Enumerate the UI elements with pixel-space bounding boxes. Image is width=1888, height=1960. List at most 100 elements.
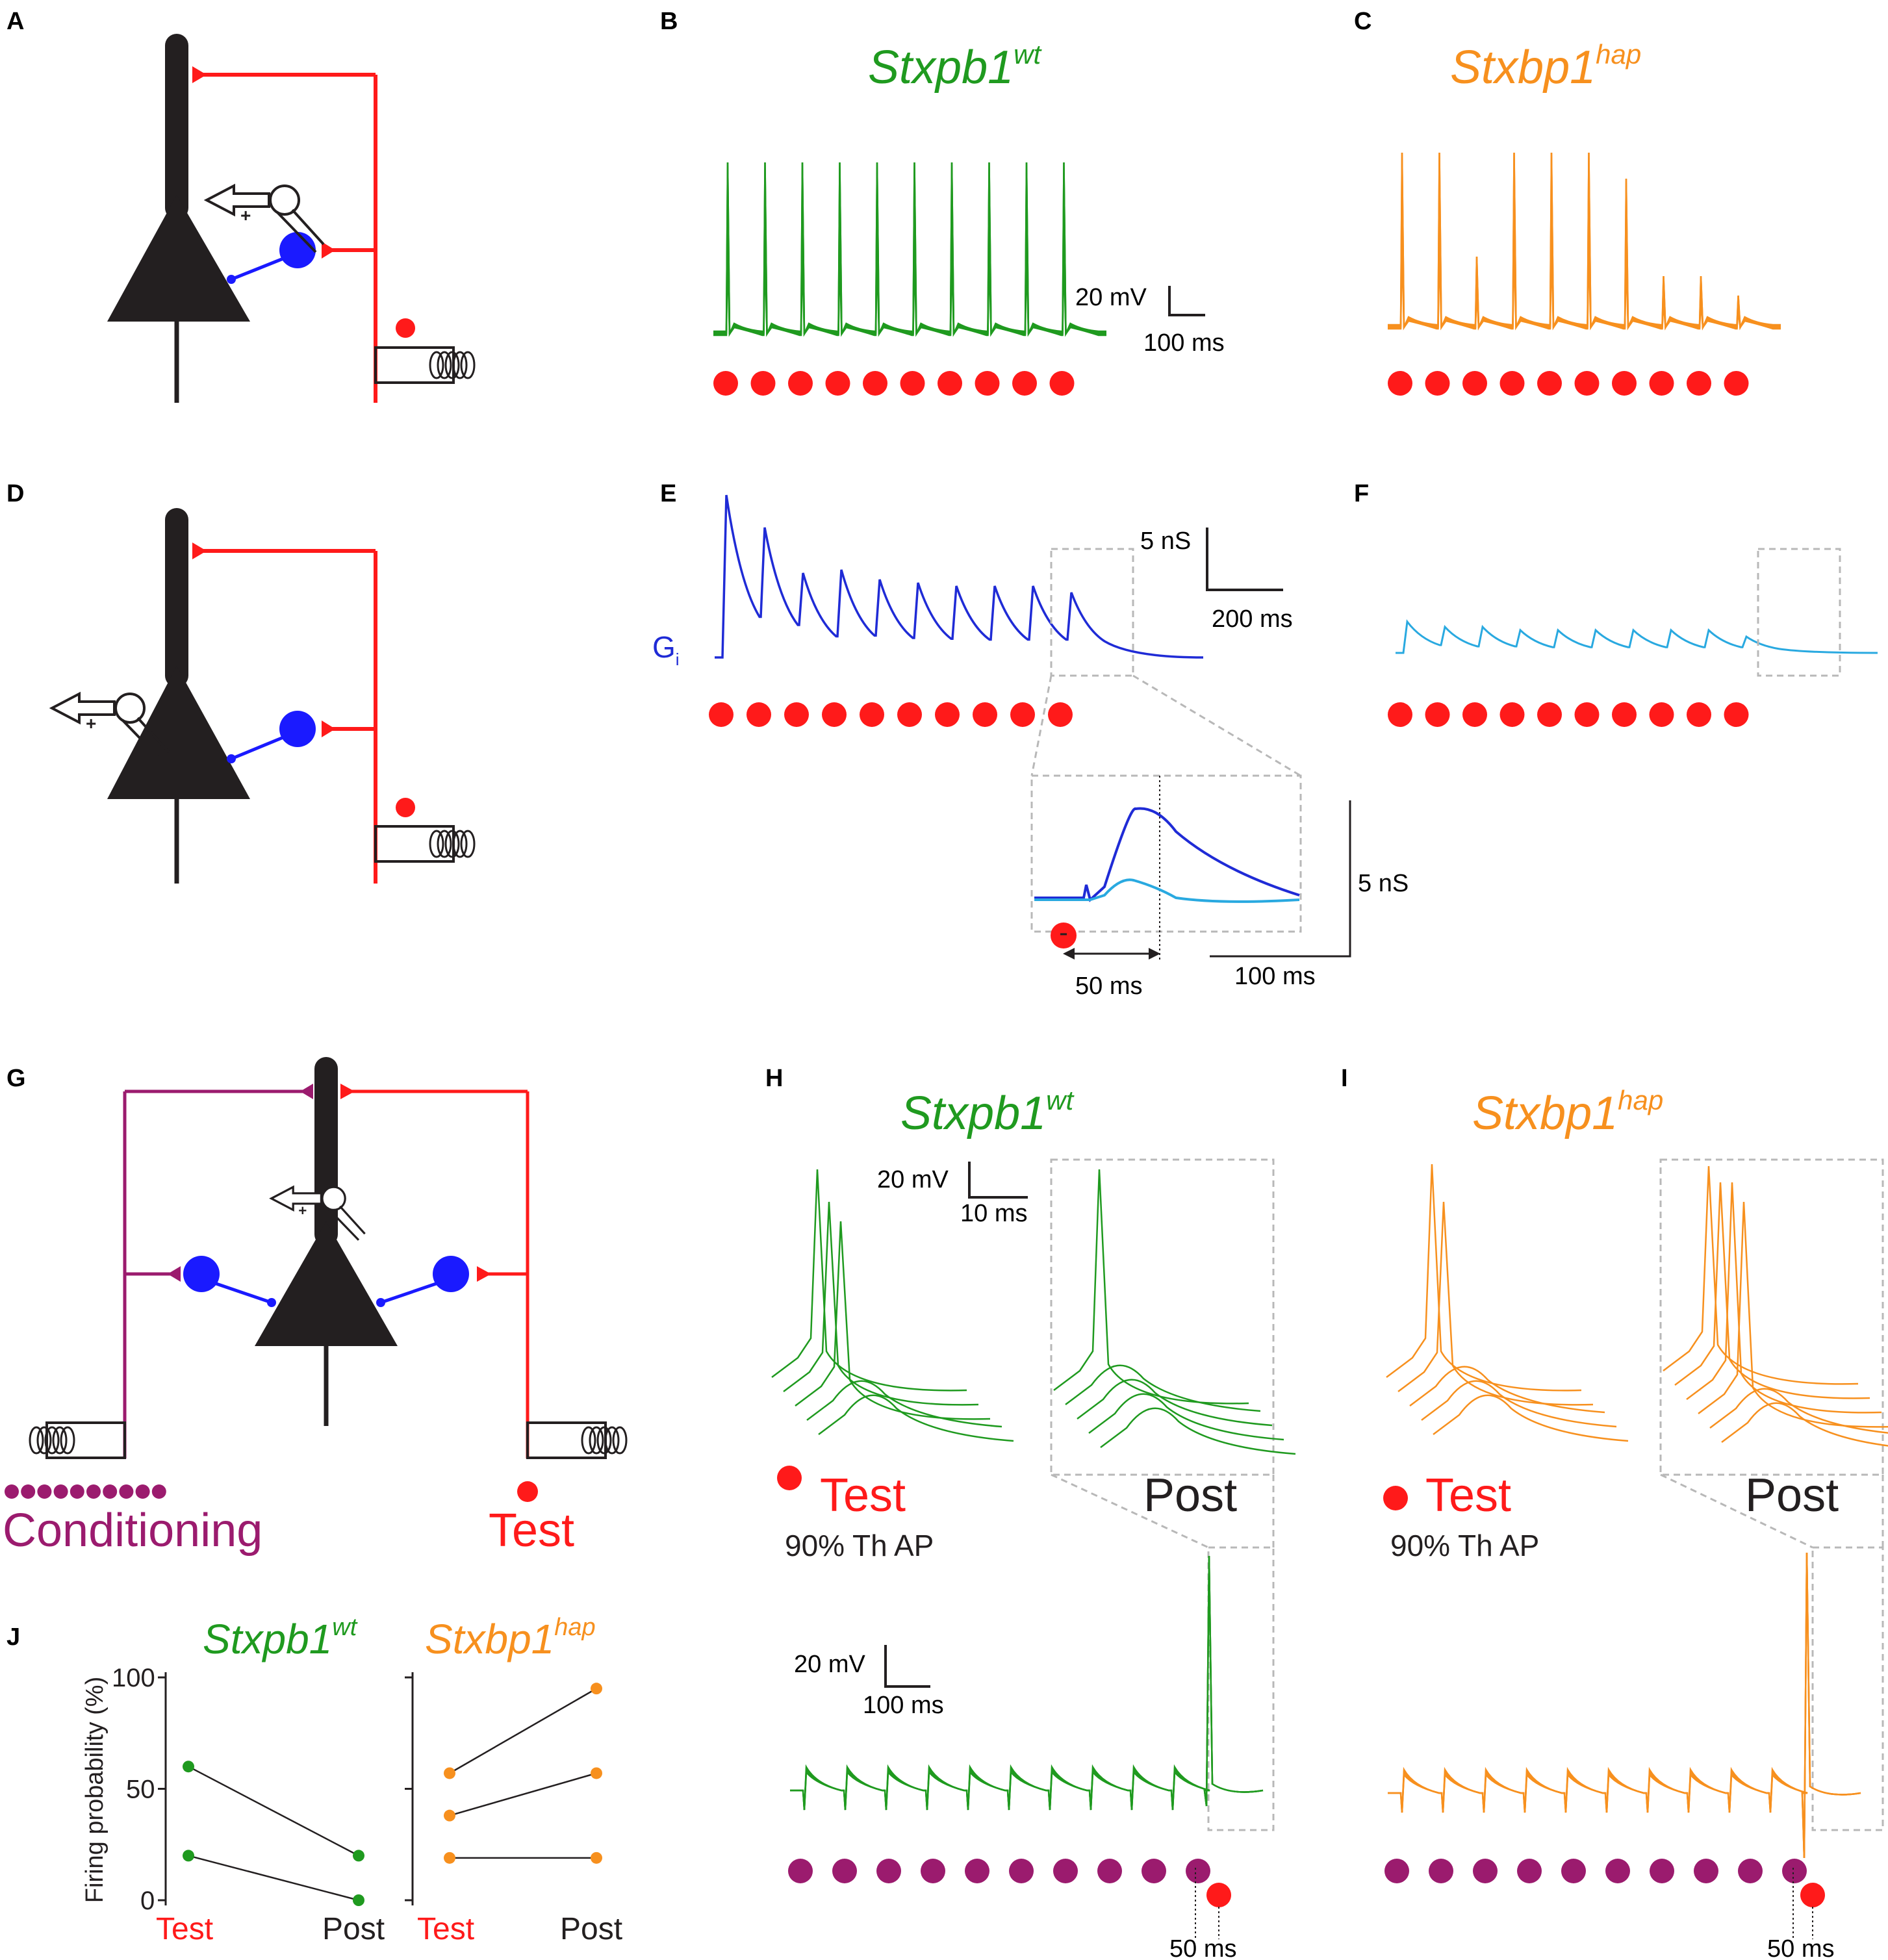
conductance-sweep [715, 494, 1204, 659]
scalebar-b-time: 100 ms [1143, 329, 1225, 357]
voltage-trace-b [713, 162, 1106, 337]
stimulus-dot [1537, 702, 1562, 727]
conductance-trace-f [1396, 619, 1878, 654]
conditioning-dot [53, 1484, 68, 1499]
inset-zoom: 50 ms 5 nS 100 ms [1030, 674, 1409, 1000]
stimulus-dot [897, 702, 922, 727]
data-point [591, 1767, 602, 1779]
stimulus-dot [1574, 371, 1600, 396]
panel-label-i: I [1341, 1065, 1348, 1092]
stimulus-dot [975, 371, 1000, 396]
zoom-box-f [1757, 548, 1841, 677]
overlay-sweep [1663, 1165, 1859, 1385]
data-point [444, 1852, 455, 1864]
conditioning-dot [1738, 1859, 1763, 1883]
overlay-sweep [1065, 1364, 1261, 1412]
scalebar-b-voltage: 20 mV [1075, 284, 1147, 311]
data-point [591, 1852, 602, 1864]
genotype-title-b: Stxpb1wt [868, 39, 1042, 94]
overlay-sweep [783, 1201, 979, 1406]
conditioning-dot [876, 1859, 901, 1883]
series-line [449, 1772, 597, 1816]
long-sweep [790, 1555, 1264, 1811]
overlay-sweep [1421, 1380, 1617, 1428]
panel-label-g: G [6, 1065, 26, 1092]
overlay-sweep [1674, 1182, 1870, 1399]
conditioning-dot [103, 1484, 118, 1499]
conditioning-dot [921, 1859, 945, 1883]
stimulus-dot [1462, 702, 1487, 727]
genotype-title-c: Stxbp1hap [1450, 39, 1641, 94]
stimulus-dot [938, 371, 962, 396]
voltage-sweep [713, 255, 1106, 335]
conditioning-dot [70, 1484, 84, 1499]
series-line [188, 1855, 359, 1902]
stimulus-dot [1574, 702, 1600, 727]
stimulus-dot [709, 702, 734, 727]
conditioning-dot [135, 1484, 150, 1499]
stimulus-dot [1499, 371, 1525, 396]
stimulus-dot [784, 702, 809, 727]
voltage-sweep [713, 221, 1106, 337]
panel-label-h: H [765, 1065, 783, 1092]
overlay-sweep [1100, 1407, 1296, 1455]
stimulus-dot [1724, 371, 1749, 396]
series-line [449, 1688, 597, 1774]
conditioning-dot [1186, 1859, 1210, 1883]
stimuli-c [1388, 371, 1749, 396]
zoom-box-e [1050, 548, 1134, 677]
data-point [353, 1894, 364, 1906]
conditioning-dot [1473, 1859, 1498, 1883]
panel-h: 20 mV 10 ms Test Post 90% Th AP 20 mV 10… [771, 1158, 1296, 1960]
stimulus-dot [1048, 702, 1073, 727]
stimulus-dot [1649, 702, 1674, 727]
stimulus-dot [713, 371, 738, 396]
conditioning-dot [1517, 1859, 1542, 1883]
stimulus-dot [750, 371, 776, 396]
scalebar-b: 20 mV 100 ms [1075, 284, 1225, 357]
conditioning-dot [37, 1484, 52, 1499]
test-label-h: Test [820, 1470, 906, 1521]
overlay-sweep [1709, 1388, 1888, 1434]
post-label-h: Post [1143, 1470, 1237, 1521]
inset-trace-hap [1034, 878, 1300, 903]
scalebar-e-time: 200 ms [1212, 605, 1293, 633]
genotype-title-i: Stxbp1hap [1472, 1085, 1663, 1139]
schematic-a [107, 34, 476, 403]
stimulus-dot [900, 371, 925, 396]
stimulus-dot [1010, 702, 1035, 727]
y-axis-label: Firing probability (%) [81, 1677, 108, 1903]
overlay-sweep [1088, 1393, 1284, 1441]
voltage-sweep [713, 162, 1106, 335]
stimulus-dot [1687, 702, 1711, 727]
stimulus-dot [1388, 702, 1412, 727]
voltage-sweep [1388, 212, 1781, 330]
data-point [183, 1850, 194, 1862]
panel-label-a: A [6, 8, 24, 35]
conditioning-dot [965, 1859, 989, 1883]
stimulus-dot [746, 702, 771, 727]
genotype-title-j-hap: Stxbp1hap [425, 1614, 596, 1662]
conditioning-dot [1605, 1859, 1630, 1883]
schematic-d [51, 508, 476, 884]
stimuli-b [713, 371, 1075, 396]
panel-label-j: J [6, 1623, 20, 1651]
voltage-sweep [1388, 152, 1781, 331]
conditioning-dot [832, 1859, 857, 1883]
stimulus-dot [788, 371, 813, 396]
voltage-sweep [713, 162, 1106, 337]
overlay-sweep [818, 1394, 1014, 1442]
overlay-sweep [1397, 1201, 1594, 1406]
stimulus-dot [1049, 371, 1075, 396]
long-sweep [790, 1555, 1264, 1811]
stimulus-dot [1612, 371, 1637, 396]
long-sweep [790, 1555, 1264, 1811]
post-label-i: Post [1745, 1470, 1839, 1521]
conditioning-dot [1561, 1859, 1586, 1883]
stimulus-dot [1388, 371, 1412, 396]
conditioning-dot [1650, 1859, 1674, 1883]
test-label-i: Test [1425, 1470, 1511, 1521]
stimuli-f [1388, 702, 1749, 727]
overlay-sweep [1409, 1366, 1605, 1414]
scalebar-h-time: 10 ms [960, 1200, 1027, 1227]
